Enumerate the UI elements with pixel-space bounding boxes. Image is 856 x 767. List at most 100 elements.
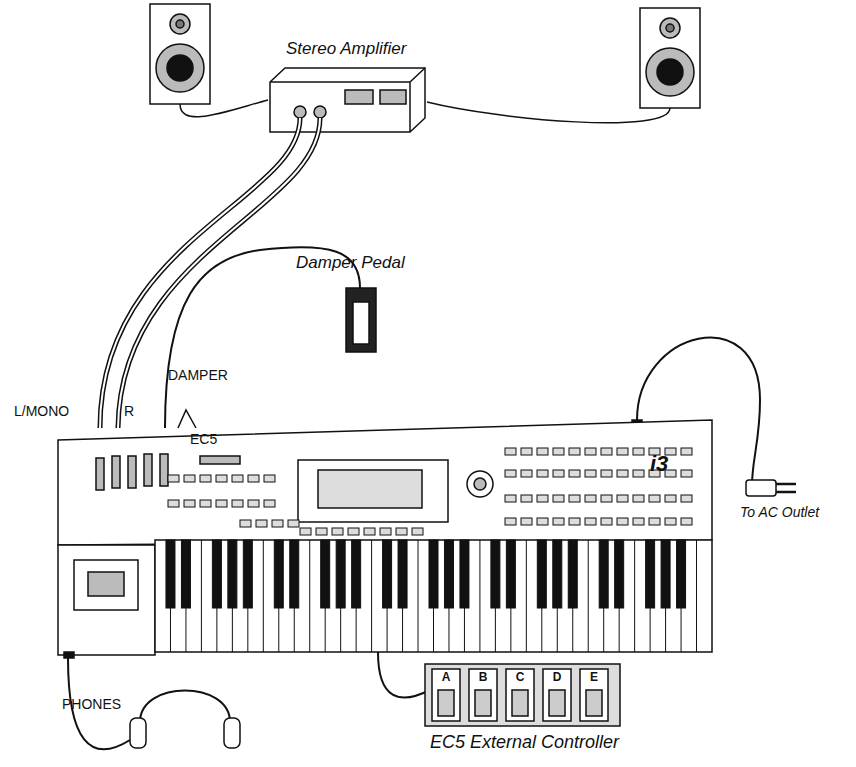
black-key [243,540,252,608]
amplifier-label: Stereo Amplifier [286,40,406,59]
panel-button [505,495,516,502]
panel-button [300,528,311,535]
pedal-letter: C [516,671,525,684]
panel-button [264,475,275,482]
panel-button [601,470,612,477]
pedal-letter: E [590,671,598,684]
keys [166,540,697,652]
black-key [290,540,299,608]
panel-button [184,500,195,507]
ec5-pedal-pad [586,690,602,716]
black-key [460,540,469,608]
pedal-label: Damper Pedal [296,254,405,273]
panel-button [348,528,359,535]
ec5-pedal [580,669,608,721]
black-key [429,540,438,608]
panel-button [521,448,532,455]
panel-button [332,528,343,535]
panel-button [240,520,251,527]
panel-button [505,448,516,455]
panel-button [617,495,628,502]
panel-button [380,528,391,535]
panel-button [505,518,516,525]
left-speaker [150,4,210,104]
panel-button [601,495,612,502]
panel-button [256,520,267,527]
panel-button [553,518,564,525]
ec5-pedal-pad [438,690,454,716]
black-key [537,540,546,608]
black-key [615,540,624,608]
panel-button [521,470,532,477]
panel-button [569,518,580,525]
white-key-edge [418,540,419,652]
panel-button [200,475,211,482]
panel-button [553,495,564,502]
panel-button [364,528,375,535]
panel-button [649,495,660,502]
panel-button [537,470,548,477]
panel-button [665,495,676,502]
panel-button [569,495,580,502]
white-key-edge [588,540,589,652]
black-key [336,540,345,608]
panel-button [681,448,692,455]
panel-button [601,448,612,455]
panel-button [633,448,644,455]
panel-button [184,475,195,482]
pedal-letter: B [479,671,488,684]
black-key [568,540,577,608]
white-key-edge [263,540,264,652]
black-key [383,540,392,608]
ec5-pedal [506,669,534,721]
damper-pedal [346,288,376,352]
white-key-edge [309,540,310,652]
black-key [212,540,221,608]
jack-label: L/MONO [14,404,69,419]
ac-plug [746,480,796,496]
panel-button [537,518,548,525]
panel-button [681,518,692,525]
panel-button [316,528,327,535]
model-logo: i3 [650,452,668,476]
jack-label: PHONES [62,697,121,712]
white-key-edge [634,540,635,652]
panel-button [396,528,407,535]
black-key [599,540,608,608]
panel-button [601,518,612,525]
pedal-letter: A [442,671,451,684]
panel-button [168,500,179,507]
panel-button [585,495,596,502]
panel-button [633,470,644,477]
panel-button [264,500,275,507]
black-key [677,540,686,608]
panel-button [585,448,596,455]
panel-button [216,475,227,482]
panel-button [617,518,628,525]
black-key [321,540,330,608]
black-key [274,540,283,608]
panel-button [553,470,564,477]
ec5-pedal-pad [512,690,528,716]
panel-button [617,470,628,477]
panel-button [585,470,596,477]
black-key [646,540,655,608]
white-key-edge [526,540,527,652]
panel-button [553,448,564,455]
panel-button [521,495,532,502]
panel-button [248,500,259,507]
black-key [444,540,453,608]
panel-button [232,475,243,482]
panel-button [248,475,259,482]
black-key [228,540,237,608]
panel-button [681,470,692,477]
panel-button [521,518,532,525]
jack-label: EC5 [190,432,217,447]
controller-label: EC5 External Controller [430,733,619,753]
panel-button [505,470,516,477]
ec5-pedal [469,669,497,721]
right-speaker [640,8,700,108]
black-key [398,540,407,608]
